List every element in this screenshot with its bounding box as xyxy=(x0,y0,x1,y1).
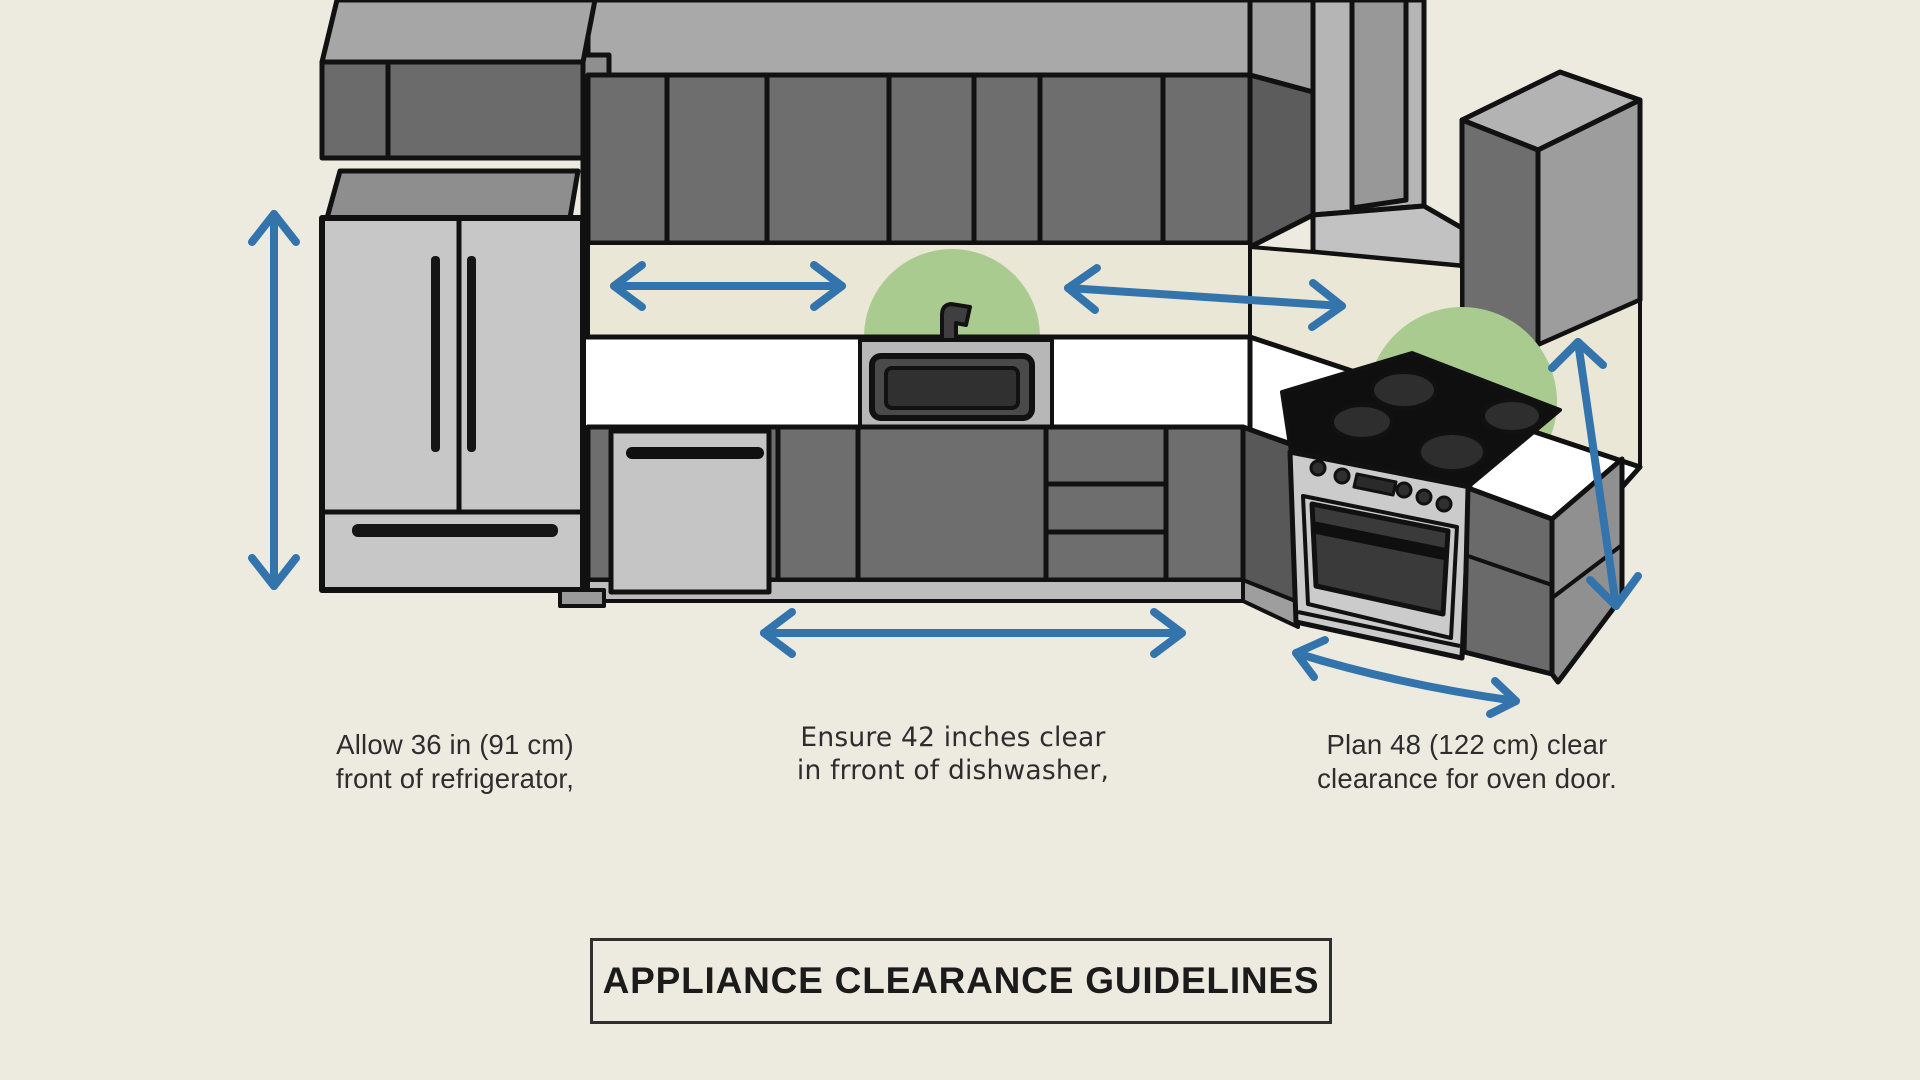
oven-clearance-line1: Plan 48 (122 cm) clear xyxy=(1326,729,1608,760)
oven-clearance-line2: clearance for oven door. xyxy=(1317,763,1617,795)
clearance-arrows xyxy=(248,210,1642,718)
upper-cabinets xyxy=(585,72,1316,250)
range-oven-illustration xyxy=(1280,351,1562,661)
burners xyxy=(1330,370,1543,473)
dishwasher-clearance-label: Ensure 42 inches clear in frront of dish… xyxy=(748,722,1158,788)
fridge-height-arrow xyxy=(248,210,300,590)
green-dome-sink xyxy=(864,249,1040,337)
sink-illustration xyxy=(858,302,1054,430)
backsplash-left-arrow xyxy=(610,261,846,311)
refrigerator-clearance-label: Allow 36 in (91 cm) front of refrigerato… xyxy=(255,728,655,796)
dishwasher-clearance-arrow xyxy=(760,608,1186,658)
dishwasher-clearance-line2: in frront of dishwasher, xyxy=(796,754,1110,786)
title-box: APPLIANCE CLEARANCE GUIDELINES xyxy=(590,938,1332,1024)
refrigerator-illustration xyxy=(319,168,606,608)
upper-cabinets-top-band xyxy=(585,0,1316,95)
oven-door-clearance-arrow xyxy=(1292,636,1520,718)
dishwasher-illustration xyxy=(608,428,772,595)
cooktop xyxy=(1280,351,1562,489)
oven-door-handle xyxy=(1311,521,1446,560)
refrigerator-clearance-line1: Allow 36 in (91 cm) xyxy=(336,729,574,760)
refrigerator-clearance-line2: front of refrigerator, xyxy=(335,763,575,795)
oven-clearance-label: Plan 48 (122 cm) clear clearance for ove… xyxy=(1252,728,1682,796)
range-hood-illustration xyxy=(1310,0,1465,269)
faucet xyxy=(940,302,972,342)
dishwasher-clearance-line1: Ensure 42 inches clear xyxy=(800,722,1106,753)
page-title: APPLIANCE CLEARANCE GUIDELINES xyxy=(602,960,1320,1001)
corner-wall-cabinet xyxy=(1459,69,1643,348)
backsplash-right-arrow xyxy=(1064,264,1346,331)
right-height-arrow xyxy=(1548,338,1642,610)
control-panel xyxy=(1309,459,1453,513)
oven-door-frame xyxy=(1301,494,1459,640)
